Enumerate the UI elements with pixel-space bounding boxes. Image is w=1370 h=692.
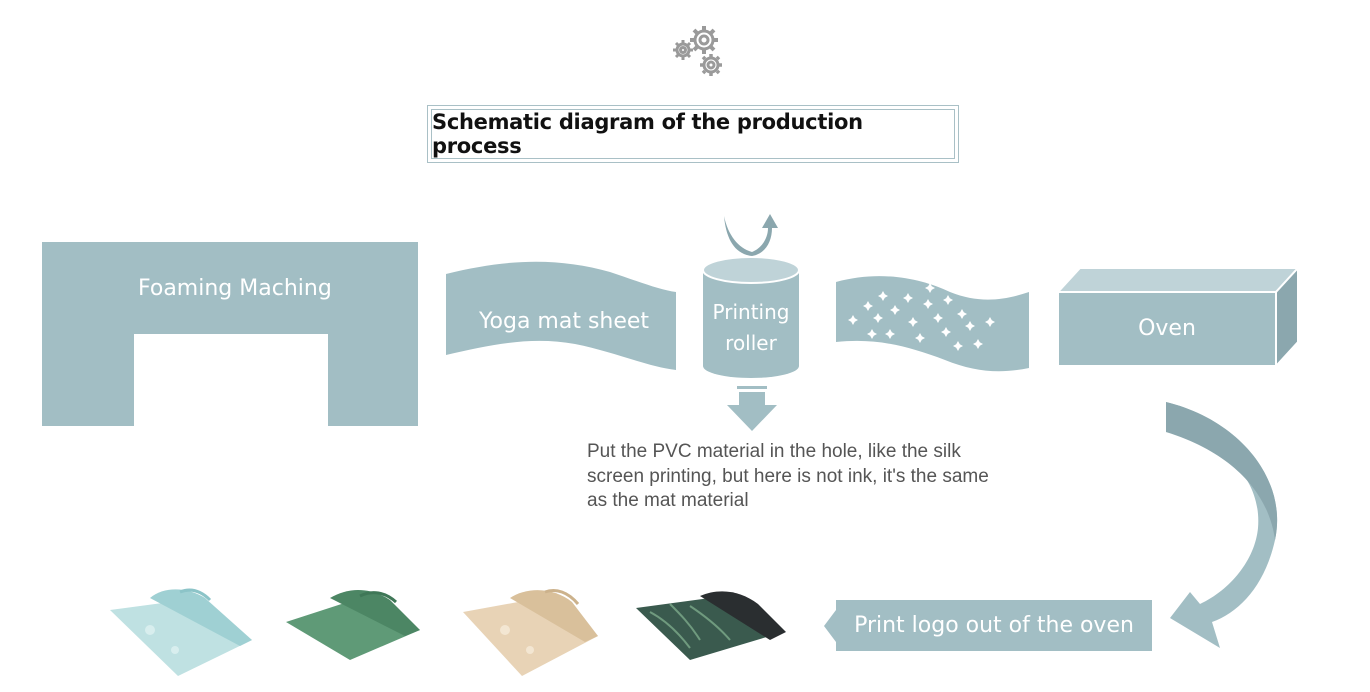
pattern-star [953, 341, 963, 351]
title-box: Schematic diagram of the production proc… [427, 105, 959, 163]
foaming-machine-label: Foaming Maching [138, 276, 332, 301]
pattern-star [890, 305, 900, 315]
pattern-star [957, 309, 967, 319]
foaming-machine-shape [42, 242, 418, 426]
printing-roller-shape [702, 256, 800, 378]
printing-roller-label-line2: roller [725, 331, 777, 355]
pattern-star [973, 339, 983, 349]
pattern-star [903, 293, 913, 303]
page-title: Schematic diagram of the production proc… [431, 109, 955, 159]
printed-pattern [848, 283, 995, 351]
pattern-star [878, 291, 888, 301]
gears-icon [673, 26, 722, 76]
curved-arrow-shade [1166, 402, 1278, 540]
printing-roller-label-line1: Printing [712, 300, 790, 324]
product-leaf-pattern-yoga-mat [636, 591, 786, 660]
pattern-star [915, 333, 925, 343]
pattern-star [908, 317, 918, 327]
arrow-down-icon [727, 386, 777, 431]
curved-arrow-icon [724, 214, 778, 256]
pattern-star [941, 327, 951, 337]
pattern-star [925, 283, 935, 293]
pattern-star [848, 315, 858, 325]
pattern-star [985, 317, 995, 327]
pattern-star [965, 321, 975, 331]
print-logo-label: Print logo out of the oven [854, 613, 1134, 638]
printed-sheet-shape [836, 276, 1029, 372]
oven-label: Oven [1138, 316, 1196, 341]
pattern-star [933, 313, 943, 323]
process-note: Put the PVC material in the hole, like t… [587, 441, 989, 511]
product-green-yoga-mat [286, 589, 420, 660]
pattern-star [923, 299, 933, 309]
pattern-star [943, 295, 953, 305]
print-logo-box: Print logo out of the oven [836, 600, 1152, 651]
product-beige-yoga-mat [463, 589, 598, 676]
pattern-star [867, 329, 877, 339]
yoga-mat-sheet-shape [446, 261, 676, 370]
oven-shape [1055, 265, 1301, 369]
product-light-blue-yoga-mat [110, 588, 252, 676]
arrow-left-icon [824, 610, 836, 642]
yoga-mat-sheet-label: Yoga mat sheet [479, 309, 650, 334]
pattern-star [885, 329, 895, 339]
pattern-star [863, 301, 873, 311]
pattern-star [873, 313, 883, 323]
